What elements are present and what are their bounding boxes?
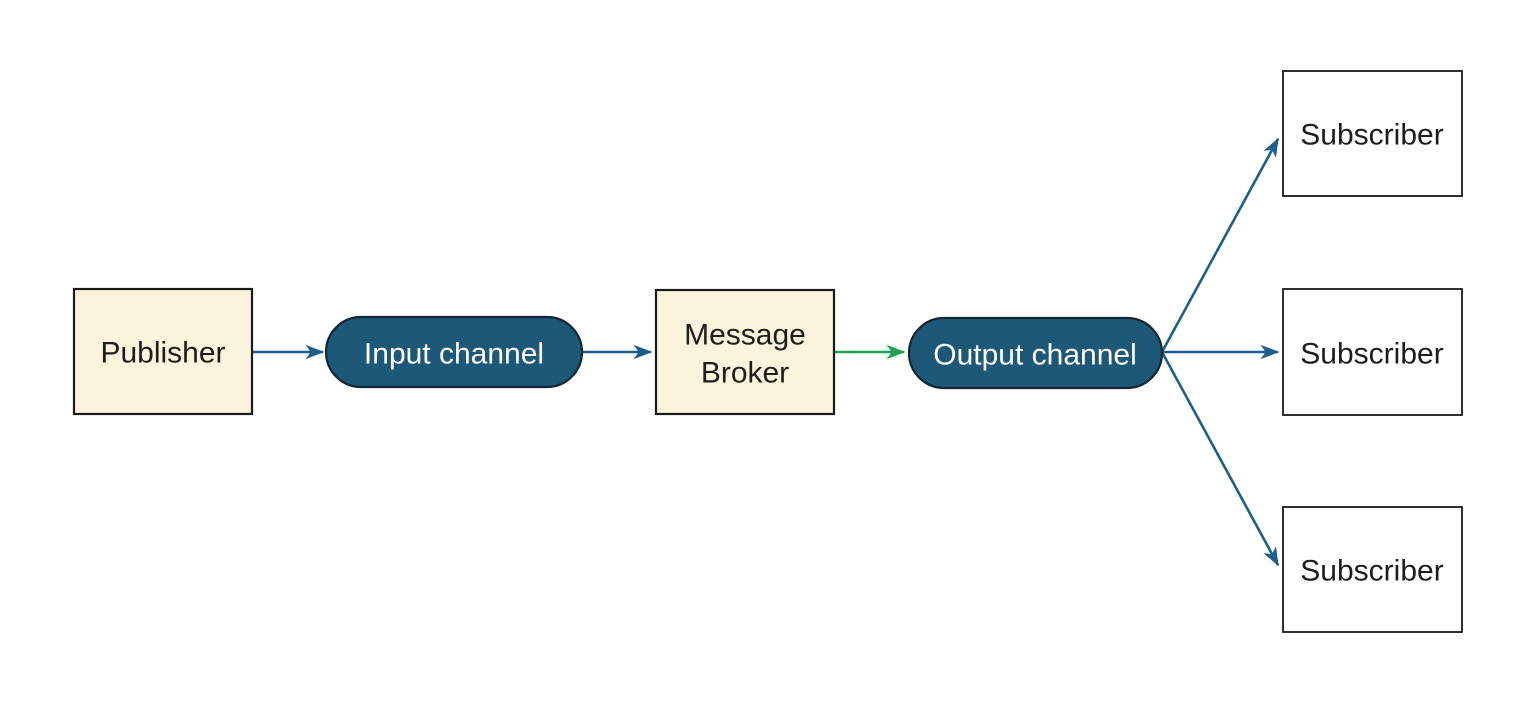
node-subscriber-bottom: Subscriber [1282,506,1463,633]
arrow-output-channel-to-subscriber-bottom [1160,351,1280,567]
subscriber-middle-box [1282,288,1463,416]
subscriber-top-label: Subscriber [1300,119,1443,152]
subscriber-middle-label: Subscriber [1300,338,1443,371]
input-channel-label: Input channel [364,338,544,371]
subscriber-bottom-box [1282,506,1463,633]
output-channel-label: Output channel [933,339,1136,372]
node-subscriber-middle: Subscriber [1282,288,1463,416]
publisher-label: Publisher [100,337,225,370]
node-input-channel: Input channel [324,315,584,389]
node-message-broker: Message Broker [654,288,836,416]
node-output-channel: Output channel [907,316,1164,390]
subscriber-top-box [1282,70,1463,197]
message-broker-label-line2: Broker [701,357,789,390]
node-subscriber-top: Subscriber [1282,70,1463,197]
message-broker-label-line1: Message [684,319,806,352]
arrow-output-channel-to-subscriber-top [1160,137,1280,353]
subscriber-bottom-label: Subscriber [1300,555,1443,588]
message-broker-box [654,288,836,416]
publisher-box [72,287,254,416]
output-channel-pill [907,316,1164,390]
node-publisher: Publisher [72,287,254,416]
input-channel-pill [324,315,584,389]
